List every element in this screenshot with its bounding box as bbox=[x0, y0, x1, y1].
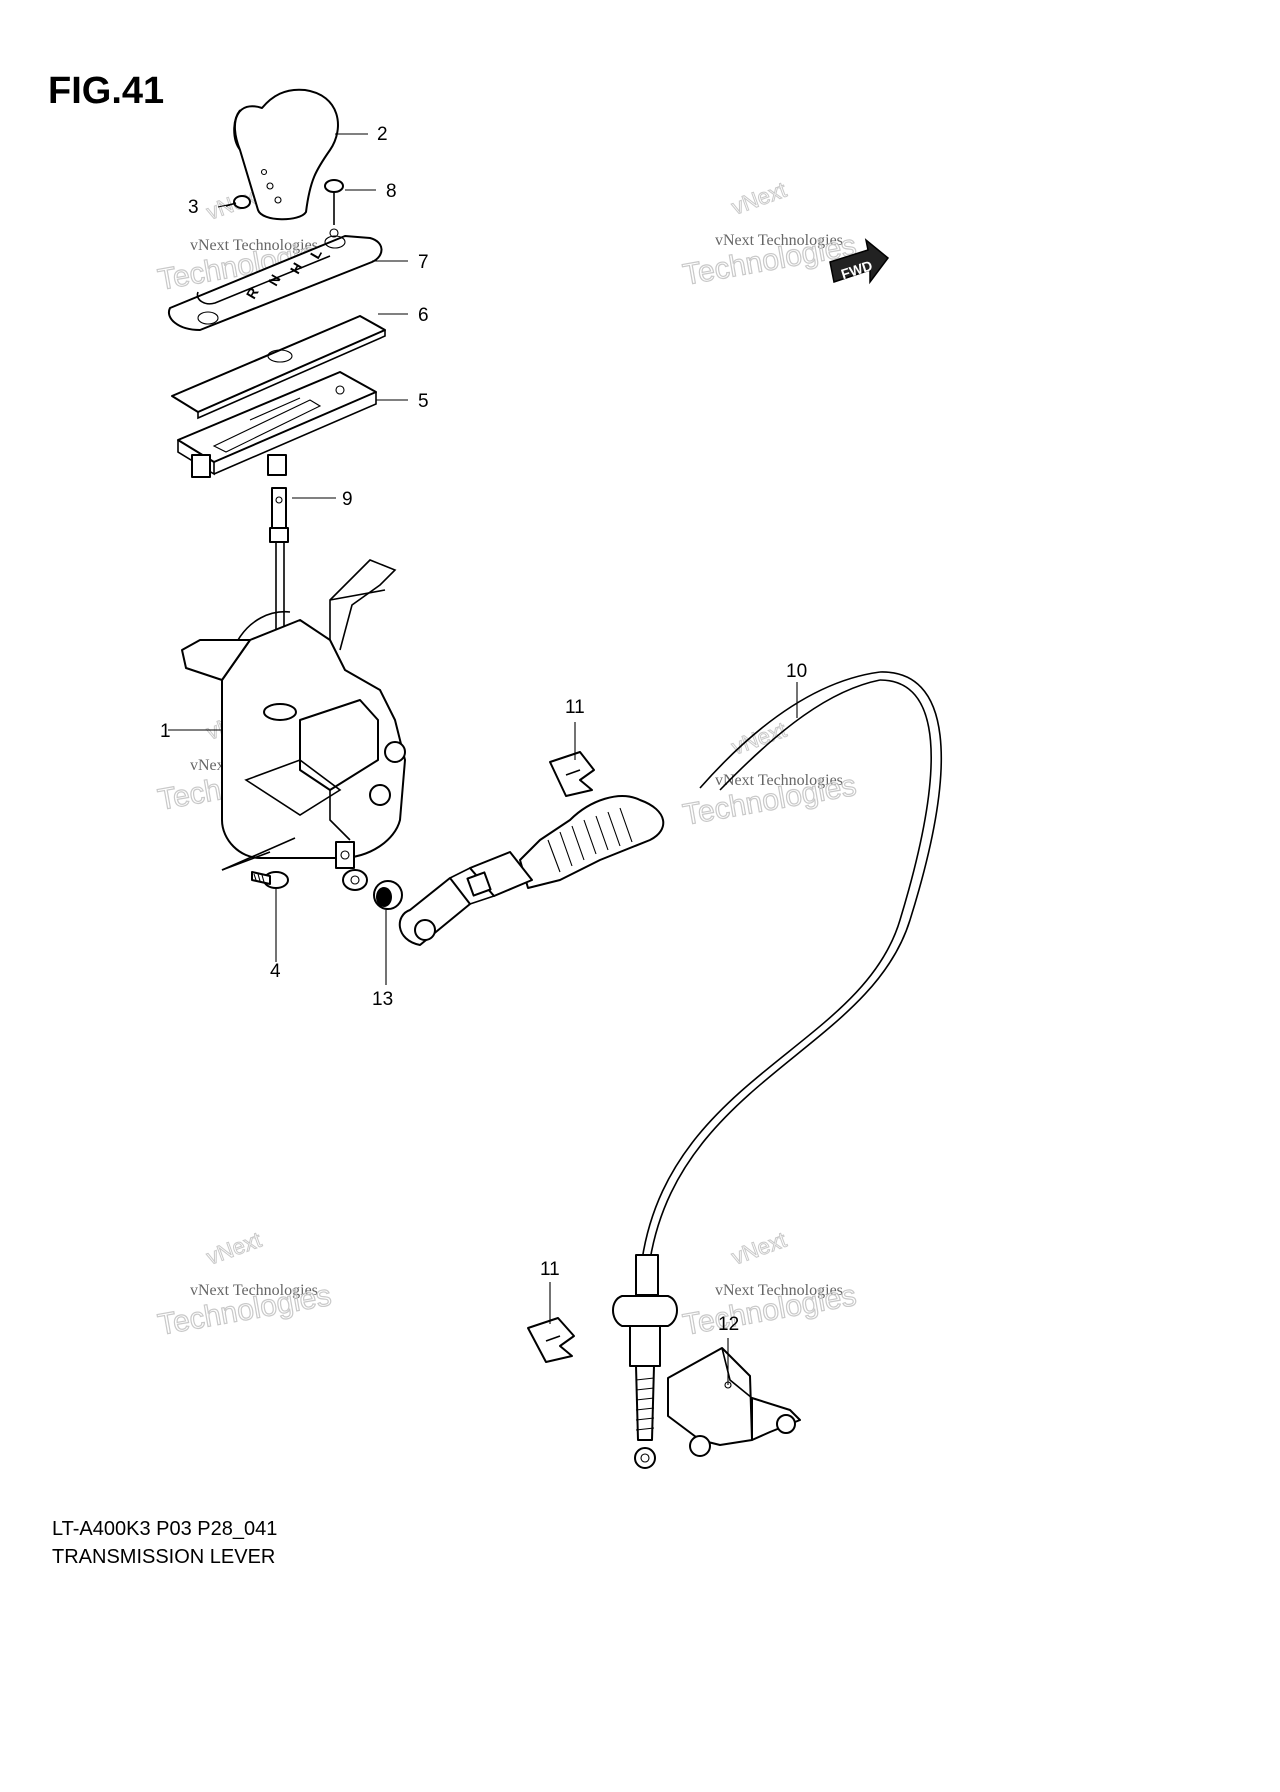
figure-title: FIG.41 bbox=[48, 70, 165, 112]
callout-2: 2 bbox=[377, 124, 388, 145]
svg-text:vNext: vNext bbox=[203, 1227, 264, 1270]
callout-9: 9 bbox=[342, 489, 353, 510]
callout-7: 7 bbox=[418, 252, 429, 273]
part-6-gasket-plate bbox=[171, 315, 386, 420]
figure-name: TRANSMISSION LEVER bbox=[52, 1546, 276, 1568]
callout-1: 1 bbox=[160, 721, 171, 742]
svg-text:vNext Technologies: vNext Technologies bbox=[715, 232, 843, 249]
callout-4: 4 bbox=[270, 961, 281, 982]
watermark-low-right: vNext vNext Technologies Technologies bbox=[680, 1226, 859, 1342]
watermark-low-left: vNext vNext Technologies Technologies bbox=[155, 1226, 334, 1342]
part-3-screw bbox=[225, 195, 251, 209]
callout-5: 5 bbox=[418, 391, 429, 412]
callout-11-lower: 11 bbox=[540, 1259, 560, 1280]
svg-text:vNext Technologies: vNext Technologies bbox=[190, 1282, 318, 1299]
part-8-screw bbox=[324, 179, 344, 238]
callout-11-upper: 11 bbox=[565, 697, 585, 718]
part-5-guide-plate bbox=[177, 371, 377, 478]
svg-text:vNext: vNext bbox=[728, 717, 789, 760]
part-7-indicator-plate: L H N R bbox=[167, 235, 383, 331]
callout-10: 10 bbox=[786, 661, 807, 682]
figure-model-code: LT-A400K3 P03 P28_041 bbox=[52, 1518, 278, 1540]
callout-labels: 1 2 3 4 5 6 7 8 9 10 11 11 12 13 bbox=[160, 124, 807, 1335]
part-11-clip-upper bbox=[549, 751, 595, 797]
part-11-clip-lower bbox=[527, 1317, 575, 1363]
part-10-control-cable bbox=[398, 671, 943, 1469]
svg-text:vNext: vNext bbox=[728, 177, 789, 220]
callout-8: 8 bbox=[386, 181, 397, 202]
callout-6: 6 bbox=[418, 305, 429, 326]
part-13-bushing bbox=[342, 869, 403, 910]
part-9-lever-shaft bbox=[269, 487, 289, 712]
part-12-cable-bracket bbox=[667, 1347, 801, 1457]
svg-text:vNext Technologies: vNext Technologies bbox=[715, 772, 843, 789]
callout-12: 12 bbox=[718, 1314, 739, 1335]
callout-3: 3 bbox=[188, 197, 199, 218]
leader-lines bbox=[168, 133, 798, 1385]
watermark-mid-right: vNext vNext Technologies Technologies bbox=[680, 716, 859, 832]
svg-text:vNext: vNext bbox=[728, 1227, 789, 1270]
callout-13: 13 bbox=[372, 989, 393, 1010]
part-1-lever-bracket bbox=[181, 559, 406, 869]
part-2-shift-knob bbox=[233, 88, 339, 221]
svg-text:vNext Technologies: vNext Technologies bbox=[715, 1282, 843, 1299]
svg-text:vNext Technologies: vNext Technologies bbox=[190, 237, 318, 254]
